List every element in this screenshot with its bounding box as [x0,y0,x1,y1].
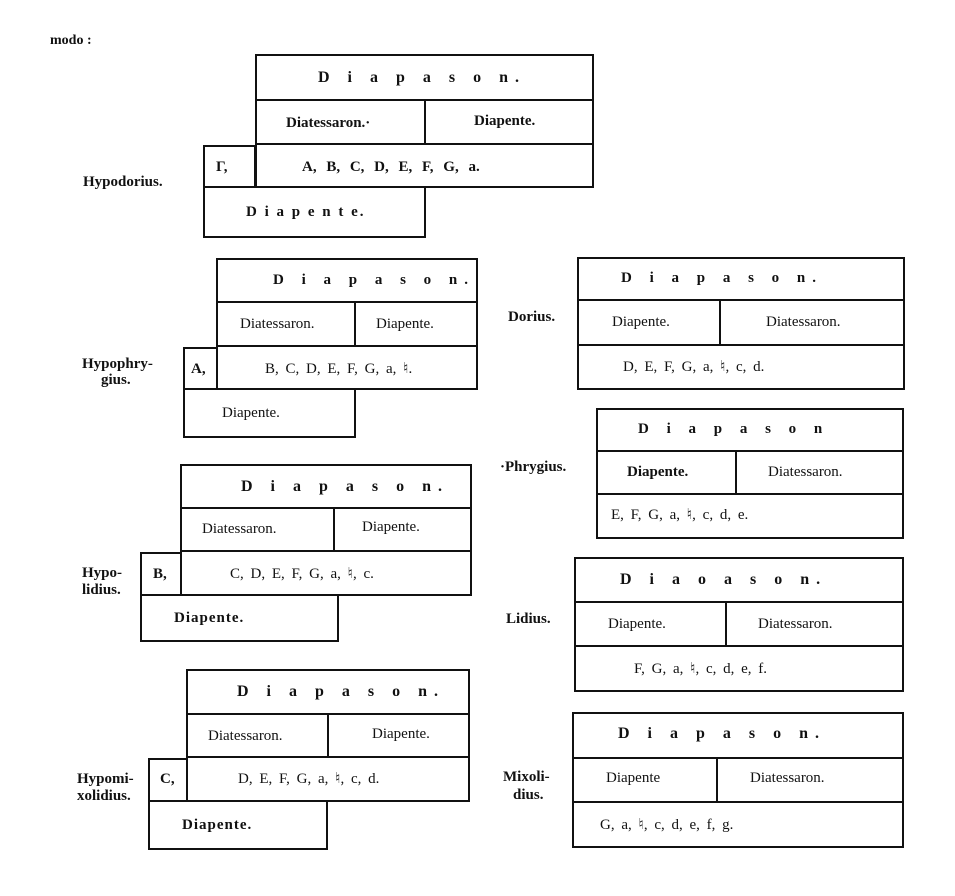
left-interval-label: Diapente. [612,314,670,330]
first-note: Γ, [216,159,228,175]
mode-name-line2: lidius. [82,582,121,598]
right-interval-label: Diapente. [362,519,420,535]
diapason-label: D i a p a s o n. [273,272,476,288]
diapason-label: D i a p a s o n. [621,270,824,286]
header-text: modo : [50,33,92,48]
mode-name-line1: Hypo- [82,565,123,581]
right-interval-label: Diatessaron. [768,464,843,480]
mode-name: Hypodorius. [83,174,163,190]
right-interval-label: Diatessaron. [766,314,841,330]
left-interval-label: Diapente. [627,464,689,480]
diapason-label: D i a p a s o n. [618,725,827,742]
diapason-label: D i a p a s o n. [237,683,446,700]
mode-name: Lidius. [506,611,551,627]
right-interval-label: Diapente. [376,316,434,332]
diapason-label: D i a p a s o n [638,421,830,437]
note-sequence: F, G, a, ♮, c, d, e, f. [634,661,768,677]
diapason-label: D i a o a s o n. [620,571,828,588]
left-interval-label: Diapente. [608,616,666,632]
note-sequence: A, B, C, D, E, F, G, a. [302,159,480,175]
left-interval-label: Diatessaron. [240,316,315,332]
mode-name-line1: Hypophry- [82,356,153,372]
bottom-interval-label: D i a p e n t e. [246,204,366,220]
mode-name-line1: Hypomi- [77,771,134,787]
left-interval-label: Diatessaron. [202,521,277,537]
mode-name: ·Phrygius. [500,459,567,475]
mode-name-line2: dius. [513,787,544,803]
right-interval-label: Diatessaron. [758,616,833,632]
right-interval-label: Diapente. [372,726,430,742]
note-sequence: D, E, F, G, a, ♮, c, d. [623,359,765,375]
diapason-label: D i a p a s o n. [241,478,450,495]
left-interval-label: Diatessaron. [208,728,283,744]
note-sequence: E, F, G, a, ♮, c, d, e. [611,507,749,523]
mode-name-line2: xolidius. [77,788,131,804]
bottom-interval-label: Diapente. [174,610,245,626]
right-interval-label: Diapente. [474,113,536,129]
bottom-interval-label: Diapente. [222,405,280,421]
mode-name-line2: gius. [101,372,131,388]
first-note: B, [153,566,167,582]
left-interval-label: Diatessaron.· [286,115,371,131]
left-interval-label: Diapente [606,770,661,786]
note-sequence: D, E, F, G, a, ♮, c, d. [238,771,380,787]
mode-name-line1: Mixoli- [503,769,550,785]
diapason-label: D i a p a s o n. [318,69,527,86]
bottom-interval-label: Diapente. [182,817,253,833]
note-sequence: G, a, ♮, c, d, e, f, g. [600,817,734,833]
right-interval-label: Diatessaron. [750,770,825,786]
first-note: C, [160,771,175,787]
mode-name: Dorius. [508,309,556,325]
note-sequence: B, C, D, E, F, G, a, ♮. [265,361,413,377]
note-sequence: C, D, E, F, G, a, ♮, c. [230,566,374,582]
first-note: A, [191,361,206,377]
